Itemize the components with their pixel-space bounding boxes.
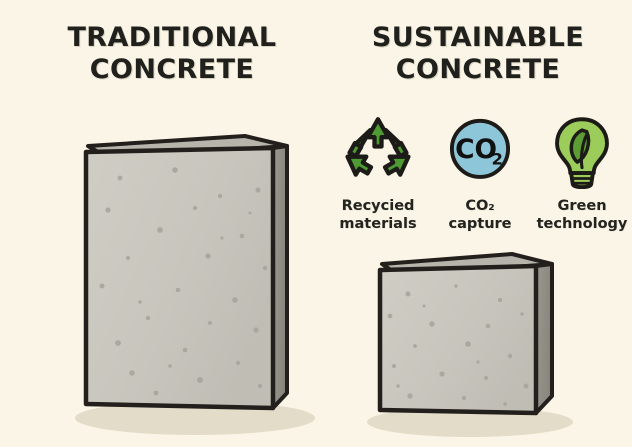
block-front-face xyxy=(83,145,276,411)
green-technology-feature: Green technology xyxy=(534,112,630,233)
sustainability-icon-row: Recycied materials CO 2 CO₂ capture xyxy=(330,112,630,247)
svg-text:2: 2 xyxy=(491,149,502,168)
concrete-speckles xyxy=(387,284,529,406)
co2-capture-feature: CO 2 CO₂ capture xyxy=(432,112,528,233)
sustainable-concrete-block xyxy=(367,252,573,437)
concrete-speckles-side xyxy=(276,186,284,375)
co2-capture-icon: CO 2 xyxy=(449,118,511,179)
concrete-speckles-side xyxy=(541,292,547,390)
green-technology-label: Green technology xyxy=(536,198,628,232)
block-side-face xyxy=(534,262,554,415)
sustainable-concrete-title: SUSTAINABLE CONCRETE xyxy=(371,22,585,85)
recycle-icon xyxy=(345,117,411,177)
green-technology-bulb-icon xyxy=(555,117,609,190)
recycle-label: Recycied materials xyxy=(339,198,417,232)
traditional-concrete-block xyxy=(75,134,315,435)
traditional-concrete-title: TRADITIONAL CONCRETE xyxy=(67,22,277,85)
co2-capture-label: CO₂ capture xyxy=(448,198,512,232)
recycle-feature: Recycied materials xyxy=(330,112,426,233)
svg-text:CO: CO xyxy=(455,134,497,165)
concrete-speckles xyxy=(99,167,268,396)
block-front-face xyxy=(377,263,539,416)
